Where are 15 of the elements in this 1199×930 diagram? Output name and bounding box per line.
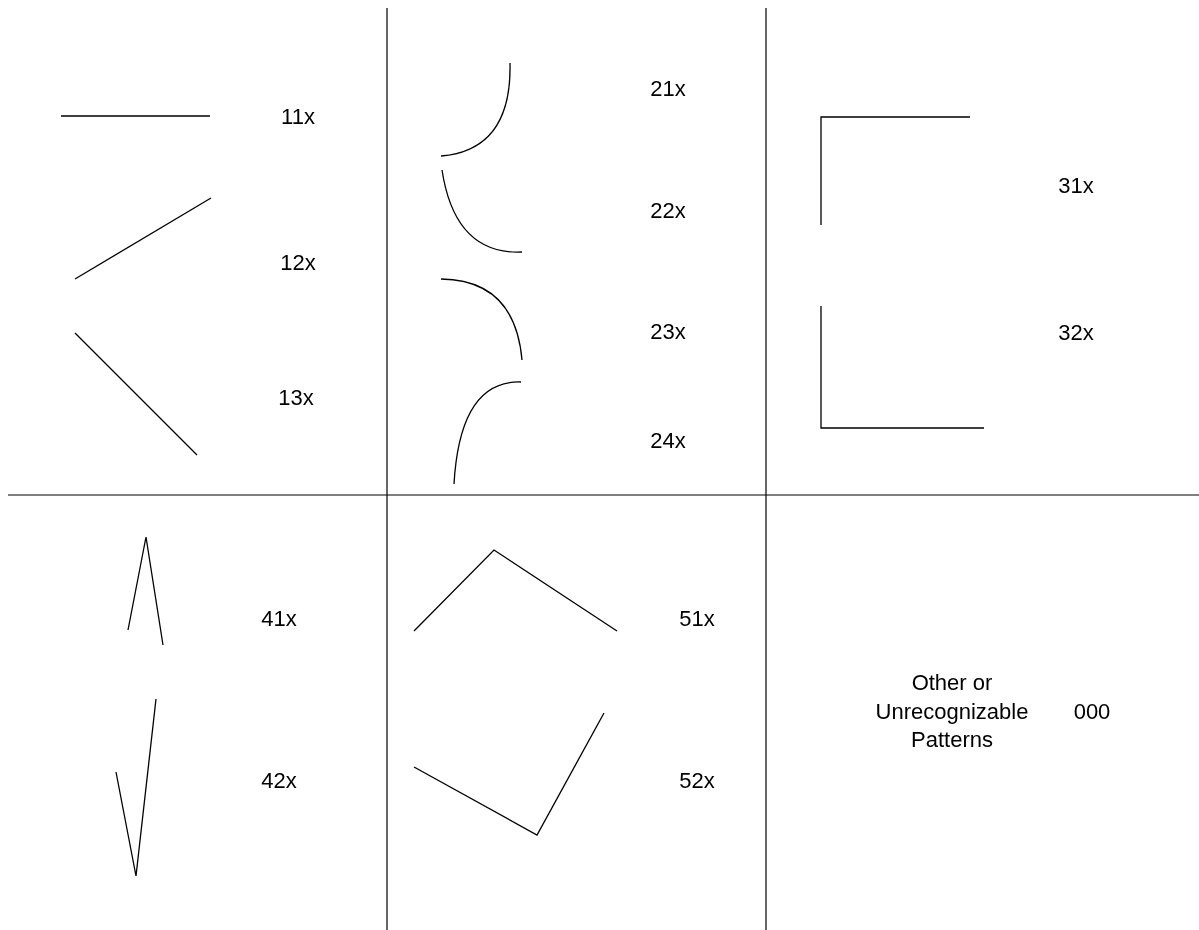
pattern-code: Other or Unrecognizable Patterns [874, 669, 1030, 755]
pattern-code: 24x [650, 426, 686, 455]
pattern-code: 000 [1073, 697, 1111, 726]
pattern-code: 22x [650, 196, 686, 225]
pattern-code: 41x [261, 604, 297, 633]
pattern-code: 51x [679, 604, 715, 633]
pattern-code: 21x [650, 74, 686, 103]
pattern-code: 12x [280, 248, 316, 277]
pattern-code: 32x [1058, 318, 1094, 347]
pattern-code: 23x [650, 317, 686, 346]
pattern-code: 52x [679, 766, 715, 795]
pattern-code: 13x [278, 383, 314, 412]
pattern-code: 31x [1058, 171, 1094, 200]
pattern-code: 11x [281, 102, 315, 131]
pattern-code: 42x [261, 766, 297, 795]
